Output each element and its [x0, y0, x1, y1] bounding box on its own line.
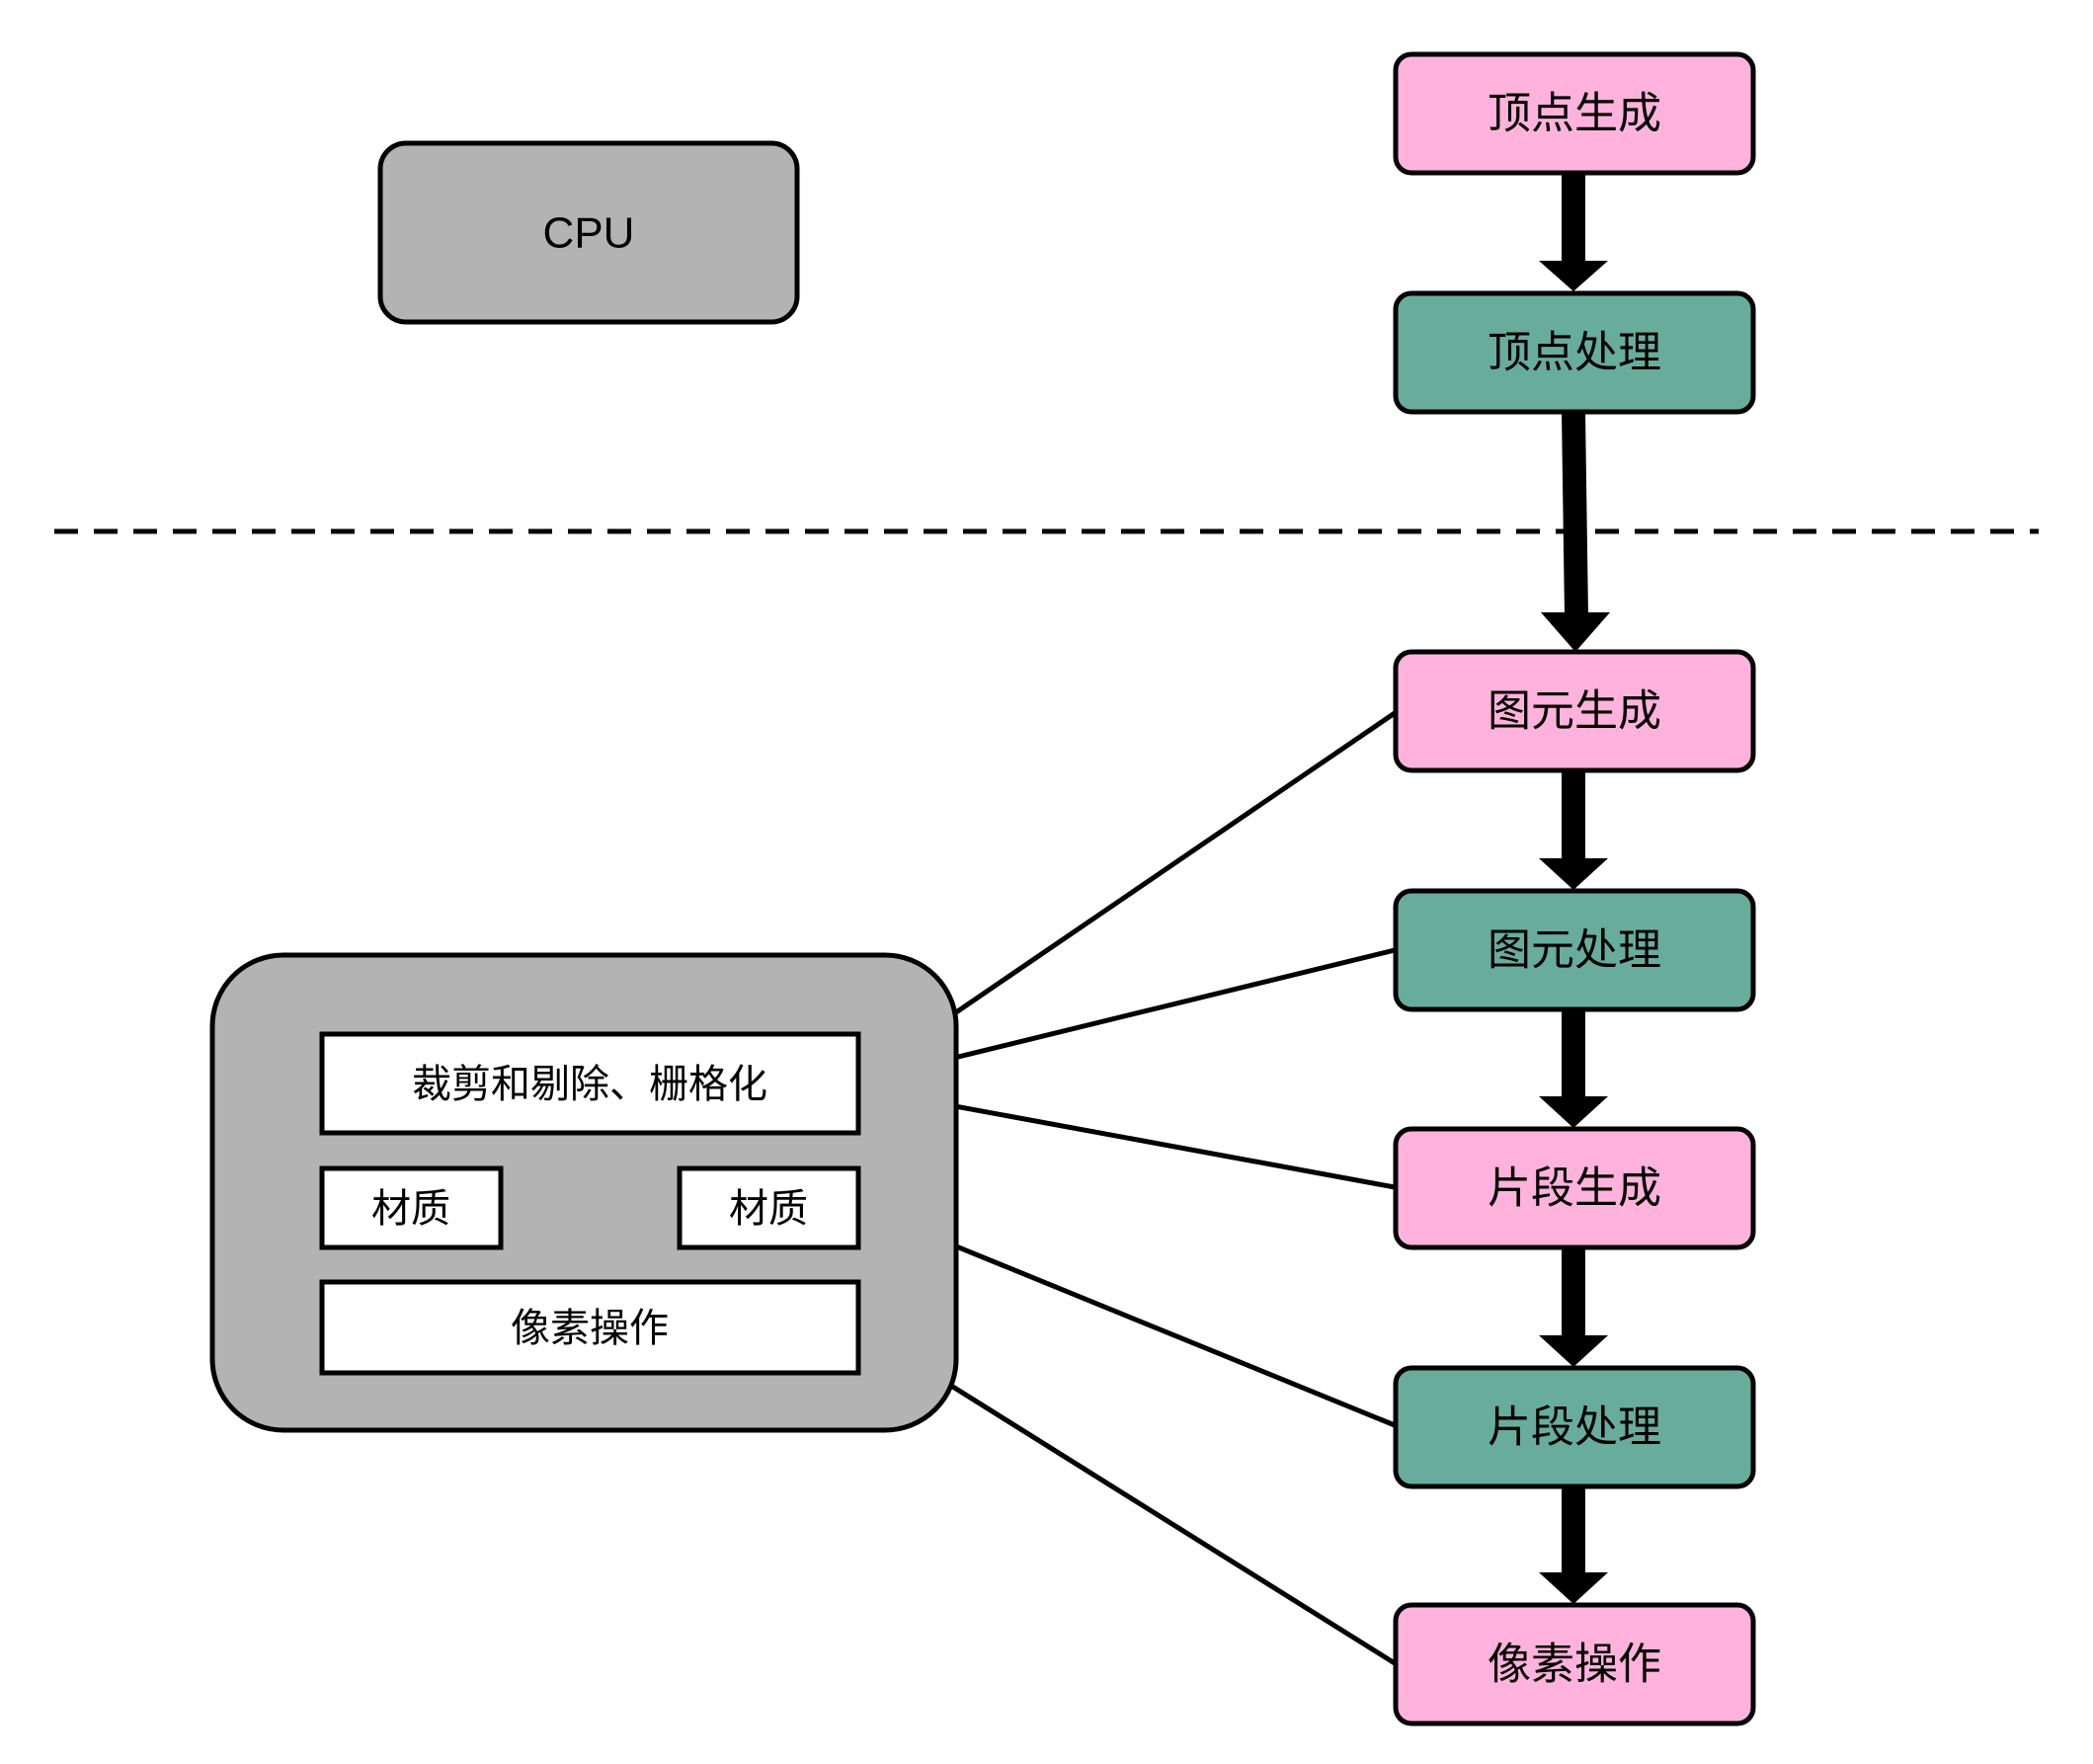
clip-raster-label: 裁剪和剔除、栅格化 — [412, 1062, 767, 1107]
clip-raster-box: 裁剪和剔除、栅格化 — [319, 1031, 861, 1136]
stage-label: 顶点处理 — [1488, 328, 1661, 378]
fixed-function-block: 裁剪和剔除、栅格化 材质 材质 像素操作 — [209, 952, 959, 1433]
stage-label: 图元生成 — [1488, 686, 1661, 737]
cpu-label: CPU — [543, 209, 635, 258]
pipeline-arrow-shaft — [1562, 412, 1588, 617]
material-label: 材质 — [371, 1186, 450, 1232]
pipeline-arrow-head — [1541, 612, 1610, 652]
stage-label: 片段处理 — [1488, 1403, 1661, 1453]
stage-vertex-generation: 顶点生成 — [1393, 51, 1756, 176]
pipeline-arrow-head — [1539, 1572, 1608, 1604]
pipeline-arrow-shaft — [1562, 770, 1585, 861]
pipeline-arrows — [1539, 173, 1610, 1604]
pipeline-arrow-shaft — [1562, 173, 1585, 264]
pixel-ops-box: 像素操作 — [319, 1279, 861, 1376]
material-box-left: 材质 — [319, 1165, 504, 1250]
stage-label: 像素操作 — [1488, 1640, 1661, 1690]
pipeline-arrow-head — [1539, 1335, 1608, 1367]
material-box-right: 材质 — [677, 1165, 861, 1250]
pipeline-arrow-shaft — [1562, 1009, 1585, 1100]
pipeline-arrow-head — [1539, 858, 1608, 890]
material-label: 材质 — [729, 1186, 808, 1232]
stage-fragment-generation: 片段生成 — [1393, 1126, 1756, 1250]
stage-label: 图元处理 — [1488, 925, 1661, 976]
stage-label: 片段生成 — [1488, 1163, 1661, 1214]
cpu-block: CPU — [377, 140, 800, 325]
stage-primitive-processing: 图元处理 — [1393, 888, 1756, 1012]
pipeline-arrow-shaft — [1562, 1247, 1585, 1338]
stage-vertex-processing: 顶点处理 — [1393, 290, 1756, 415]
stage-fragment-processing: 片段处理 — [1393, 1365, 1756, 1489]
stage-label: 顶点生成 — [1488, 89, 1661, 139]
pipeline-arrow-head — [1539, 261, 1608, 291]
stage-pixel-operations: 像素操作 — [1393, 1602, 1756, 1726]
pipeline-stages: 顶点生成 顶点处理 图元生成 图元处理 片段生成 片段处理 像素操作 — [1393, 51, 1756, 1726]
pixel-ops-label: 像素操作 — [511, 1306, 669, 1351]
pipeline-arrow-head — [1539, 1096, 1608, 1128]
pipeline-arrow-shaft — [1562, 1486, 1585, 1575]
connector-pixel-ops — [839, 1307, 1397, 1666]
stage-primitive-generation: 图元生成 — [1393, 649, 1756, 773]
